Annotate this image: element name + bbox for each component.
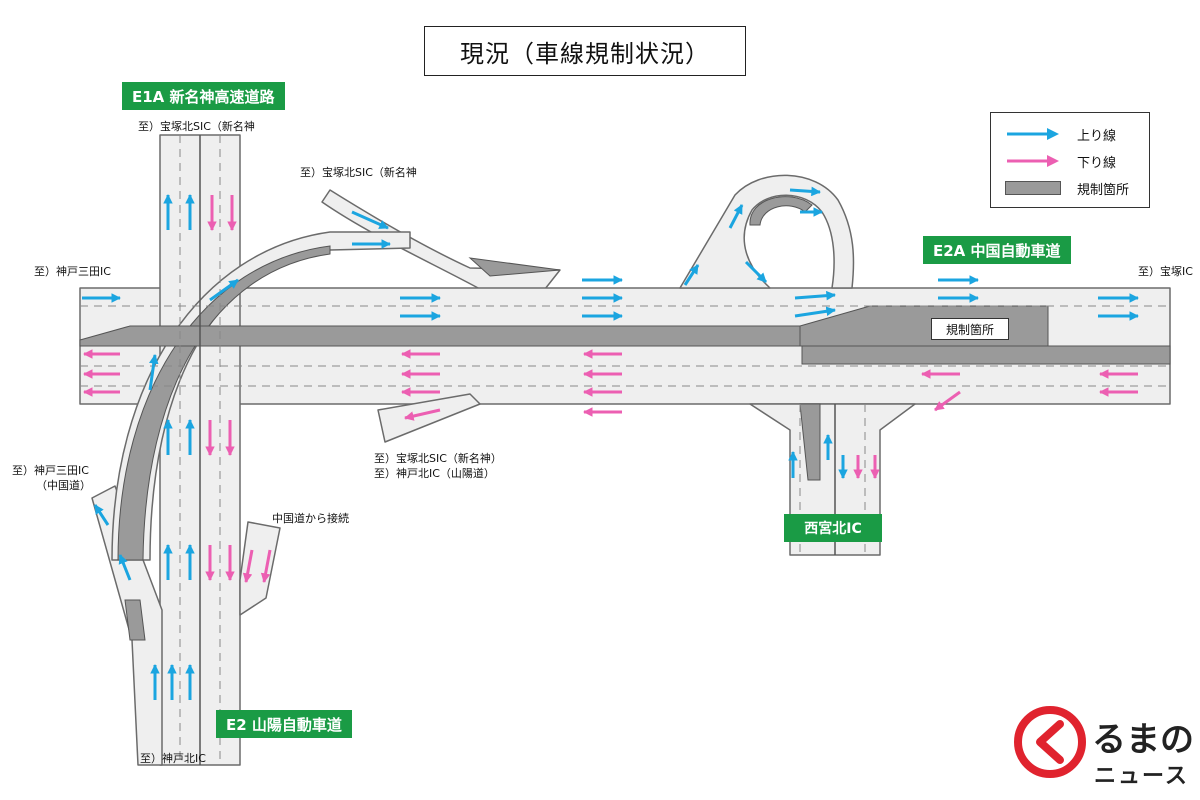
down-line-arrows [83,195,1138,583]
lane-markings [80,135,1170,765]
legend-restriction-label: 規制箇所 [1077,182,1130,198]
legend-restriction-swatch [1005,181,1061,195]
legend-up-swatch [1005,127,1061,141]
restriction-label: 規制箇所 [931,318,1009,340]
restriction-median-left [79,325,801,347]
route-sign-e2: E2 山陽自動車道 [216,710,352,738]
page-title: 現況（車線規制状況） [424,26,746,76]
legend-row-up: 上り線 [1005,123,1116,145]
legend-down-swatch [1005,154,1061,168]
legend-down-label: 下り線 [1077,155,1117,171]
route-sign-e1a: E1A 新名神高速道路 [122,82,285,110]
restriction-upper-ramp [468,257,561,277]
legend-row-down: 下り線 [1005,150,1116,172]
restriction-lower-right [801,345,1171,365]
right-merge-ramp [239,521,281,616]
legend-down-arrow-icon [1007,155,1059,167]
route-sign-e2-label: E2 山陽自動車道 [226,715,342,734]
lower-ramp [377,393,481,443]
logo-text-line2: ニュース [1094,764,1189,789]
route-sign-e2a-label: E2A 中国自動車道 [933,241,1061,260]
dest-kobe-sanda-chugoku-2: （中国道） [36,479,91,492]
restriction-ic [799,403,821,481]
legend-up-arrow-icon [1007,128,1059,140]
legend-up-label: 上り線 [1077,128,1117,144]
ic-sign-nishinomiya-kita: 西宮北IC [784,514,882,542]
logo-text-line1: るまの [1092,720,1194,760]
restriction-curved [117,245,331,561]
dest-kobe-kita: 至）神戸北IC [140,752,206,765]
route-sign-e1a-label: E1A 新名神高速道路 [132,87,275,106]
dest-kobe-sanda-chugoku-1: 至）神戸三田IC [12,464,89,477]
dest-chugoku-connection: 中国道から接続 [272,512,349,525]
dest-top-shinmeishin: 至）宝塚北SIC（新名神 [138,120,255,133]
legend: 上り線 下り線 規制箇所 [990,112,1150,208]
up-line-arrows [82,186,1139,700]
dest-lower-ramp-2: 至）神戸北IC（山陽道） [374,467,495,480]
dest-takarazuka: 至）宝塚IC [1138,265,1193,278]
restriction-left-ramp [124,599,146,641]
dest-kobe-sanda: 至）神戸三田IC [34,265,111,278]
legend-row-restriction: 規制箇所 [1005,177,1129,199]
ic-sign-label: 西宮北IC [804,521,862,537]
route-sign-e2a: E2A 中国自動車道 [923,236,1071,264]
dest-lower-ramp-1: 至）宝塚北SIC（新名神） [374,452,502,465]
road-surfaces [79,134,1171,766]
dest-upper-ramp: 至）宝塚北SIC（新名神 [300,166,417,179]
restriction-loop [749,196,813,226]
kuruma-news-logo-mark [1014,706,1086,778]
loop-ramp [679,174,855,289]
